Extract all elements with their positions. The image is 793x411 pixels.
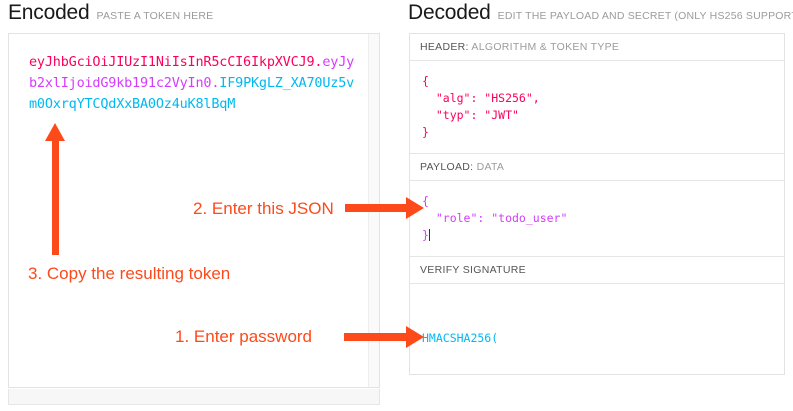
signature-line-1: HMACSHA256( bbox=[422, 331, 499, 345]
token-header-segment: eyJhbGciOiJIUzI1NiIsInR5cCI6IkpXVCJ9 bbox=[29, 54, 315, 70]
annotation-3-arrow-icon bbox=[45, 123, 65, 255]
decoded-title: Decoded bbox=[408, 1, 491, 24]
payload-section-label: PAYLOAD: DATA bbox=[410, 154, 784, 181]
payload-section-label-strong: PAYLOAD: bbox=[420, 161, 474, 173]
header-json-content: { "alg": "HS256", "typ": "JWT" } bbox=[422, 74, 540, 139]
encoded-token-text[interactable]: eyJhbGciOiJIUzI1NiIsInR5cCI6IkpXVCJ9.eyJ… bbox=[29, 52, 359, 115]
signature-editor: HMACSHA256( base64UrlEncode(header) + ".… bbox=[410, 284, 784, 374]
header-section-label: HEADER: ALGORITHM & TOKEN TYPE bbox=[410, 34, 784, 61]
decoded-panel: HEADER: ALGORITHM & TOKEN TYPE { "alg": … bbox=[409, 33, 785, 375]
token-separator-2: . bbox=[211, 75, 220, 91]
decoded-subtitle: EDIT THE PAYLOAD AND SECRET (ONLY HS256 … bbox=[497, 10, 793, 22]
payload-section-label-dim: DATA bbox=[476, 161, 505, 173]
token-separator-1: . bbox=[314, 54, 323, 70]
header-section-label-dim: ALGORITHM & TOKEN TYPE bbox=[471, 41, 620, 53]
annotation-2-label: 2. Enter this JSON bbox=[193, 199, 334, 218]
encoded-column-header: Encoded PASTE A TOKEN HERE bbox=[8, 1, 213, 25]
encoded-panel-footer bbox=[8, 389, 380, 405]
payload-json-editor[interactable]: { "role": "todo_user" } bbox=[410, 181, 784, 257]
encoded-title: Encoded bbox=[8, 1, 90, 24]
token-signature-segment: IF9PKgLZ_XA70Uz5vm0OxrqYTCQdXxBA0Oz4uK8l… bbox=[29, 75, 355, 112]
text-caret bbox=[428, 229, 430, 241]
signature-section-label: VERIFY SIGNATURE bbox=[410, 257, 784, 284]
annotation-2-arrow-icon bbox=[345, 197, 424, 219]
annotation-1-label: 1. Enter password bbox=[175, 327, 313, 346]
payload-json-content: { "role": "todo_user" } bbox=[422, 194, 568, 242]
header-json-editor[interactable]: { "alg": "HS256", "typ": "JWT" } bbox=[410, 61, 784, 154]
token-payload-segment: eyJyb2xlIjoidG9kb191c2VyIn0 bbox=[29, 54, 355, 91]
annotation-3-label: 3. Copy the resulting token bbox=[28, 264, 231, 283]
decoded-column-header: Decoded EDIT THE PAYLOAD AND SECRET (ONLY… bbox=[408, 1, 793, 25]
signature-section-label-strong: VERIFY SIGNATURE bbox=[420, 264, 526, 276]
annotation-1-arrow-icon bbox=[344, 326, 424, 348]
header-section-label-strong: HEADER: bbox=[420, 41, 469, 53]
encoded-subtitle: PASTE A TOKEN HERE bbox=[96, 10, 214, 22]
